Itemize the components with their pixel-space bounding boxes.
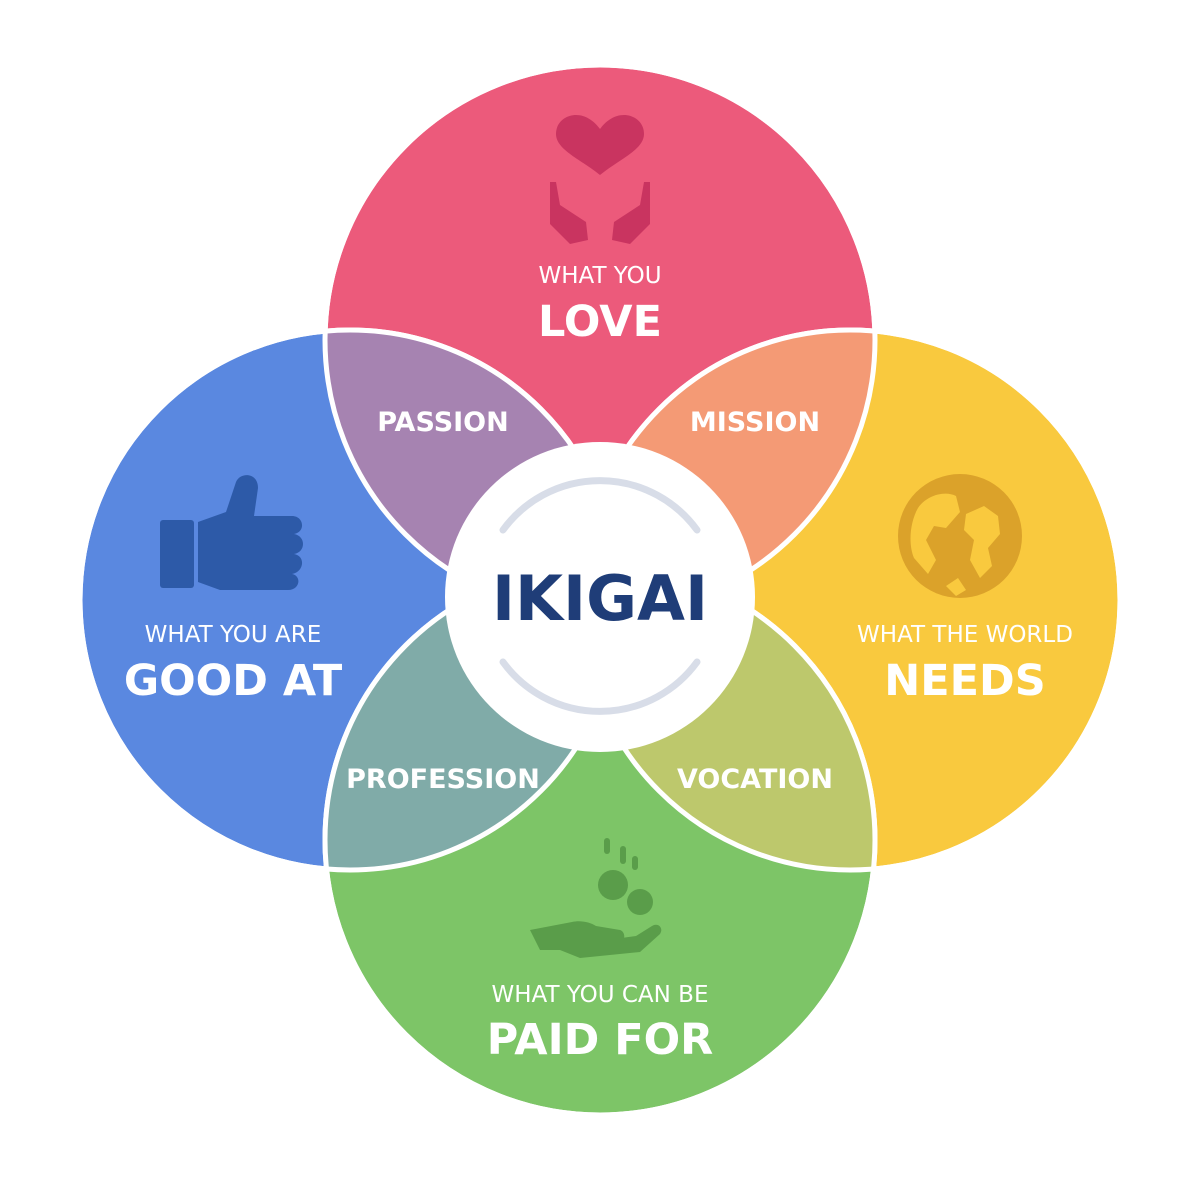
center-disc (445, 442, 755, 752)
needs-line1: WHAT THE WORLD (857, 622, 1073, 648)
vocation-label: VOCATION (677, 764, 833, 795)
thumbs-up-icon (160, 475, 303, 590)
needs-line2: NEEDS (884, 656, 1045, 706)
profession-label: PROFESSION (346, 764, 540, 795)
good-at-line2: GOOD AT (124, 656, 343, 706)
center-ring-bottom (499, 658, 701, 715)
coins-in-hand-icon (530, 838, 662, 958)
passion-label: PASSION (377, 407, 508, 438)
good-at-line1: WHAT YOU ARE (145, 622, 322, 648)
center-ring-top (499, 477, 701, 534)
globe-icon (898, 474, 1022, 598)
paid-for-line1: WHAT YOU CAN BE (491, 982, 708, 1008)
love-line1: WHAT YOU (538, 263, 661, 289)
center-badge: IKIGAI (445, 442, 755, 752)
mission-label: MISSION (690, 407, 820, 438)
heart-in-hands-icon (550, 115, 650, 244)
love-line2: LOVE (538, 297, 662, 347)
center-label: IKIGAI (492, 562, 708, 635)
paid-for-line2: PAID FOR (487, 1015, 714, 1065)
